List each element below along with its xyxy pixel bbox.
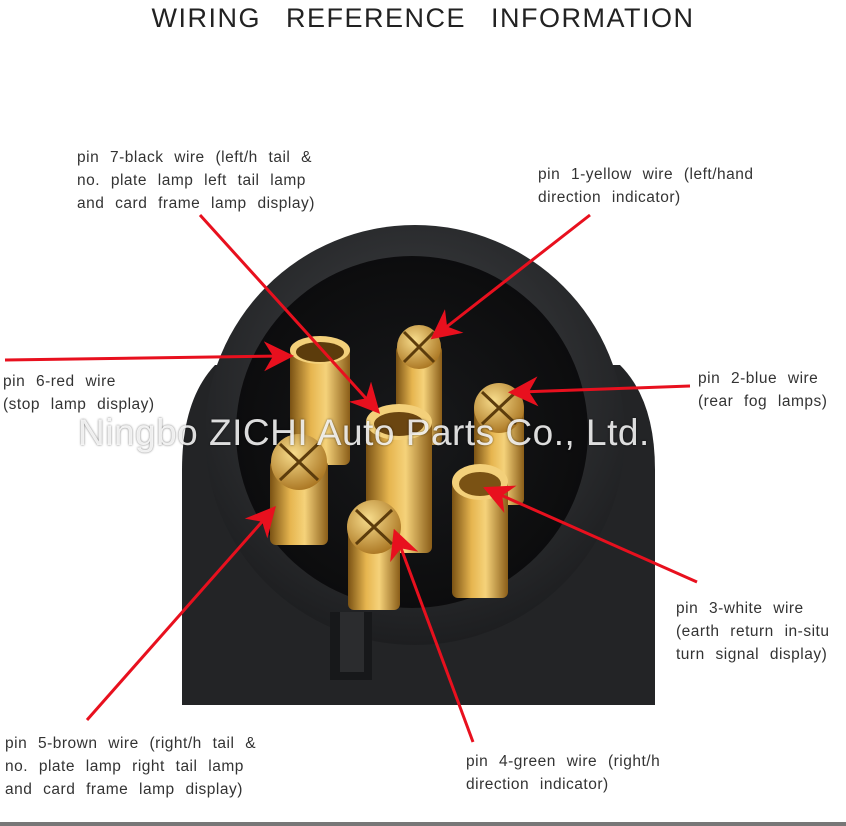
- arrow-pin-6: [4, 341, 294, 372]
- label-pin-4: pin 4-green wire (right/h direction indi…: [466, 753, 661, 793]
- pin-4-socket: [347, 500, 401, 610]
- label-pin-3: pin 3-white wire (earth return in-situ t…: [676, 600, 830, 663]
- arrow-pin-7: [198, 213, 381, 414]
- bottom-divider: [0, 822, 846, 826]
- arrow-pin-1: [430, 213, 591, 340]
- pin-5-socket: [270, 434, 328, 545]
- label-pin-7: pin 7-black wire (left/h tail & no. plat…: [77, 149, 315, 212]
- label-pin-2: pin 2-blue wire (rear fog lamps): [698, 370, 828, 410]
- company-watermark: Ningbo ZICHI Auto Parts Co., Ltd.: [78, 412, 650, 453]
- label-pin-5: pin 5-brown wire (right/h tail & no. pla…: [5, 735, 257, 798]
- arrow-pin-2: [508, 376, 691, 407]
- label-pin-6: pin 6-red wire (stop lamp display): [3, 373, 155, 413]
- label-pin-1: pin 1-yellow wire (left/hand direction i…: [538, 166, 754, 206]
- arrow-pin-4: [390, 528, 475, 743]
- pin-3-socket: [452, 464, 508, 598]
- arrow-pin-3: [483, 485, 698, 584]
- diagram-title: WIRING REFERENCE INFORMATION: [151, 3, 695, 33]
- arrow-pin-5: [85, 506, 276, 721]
